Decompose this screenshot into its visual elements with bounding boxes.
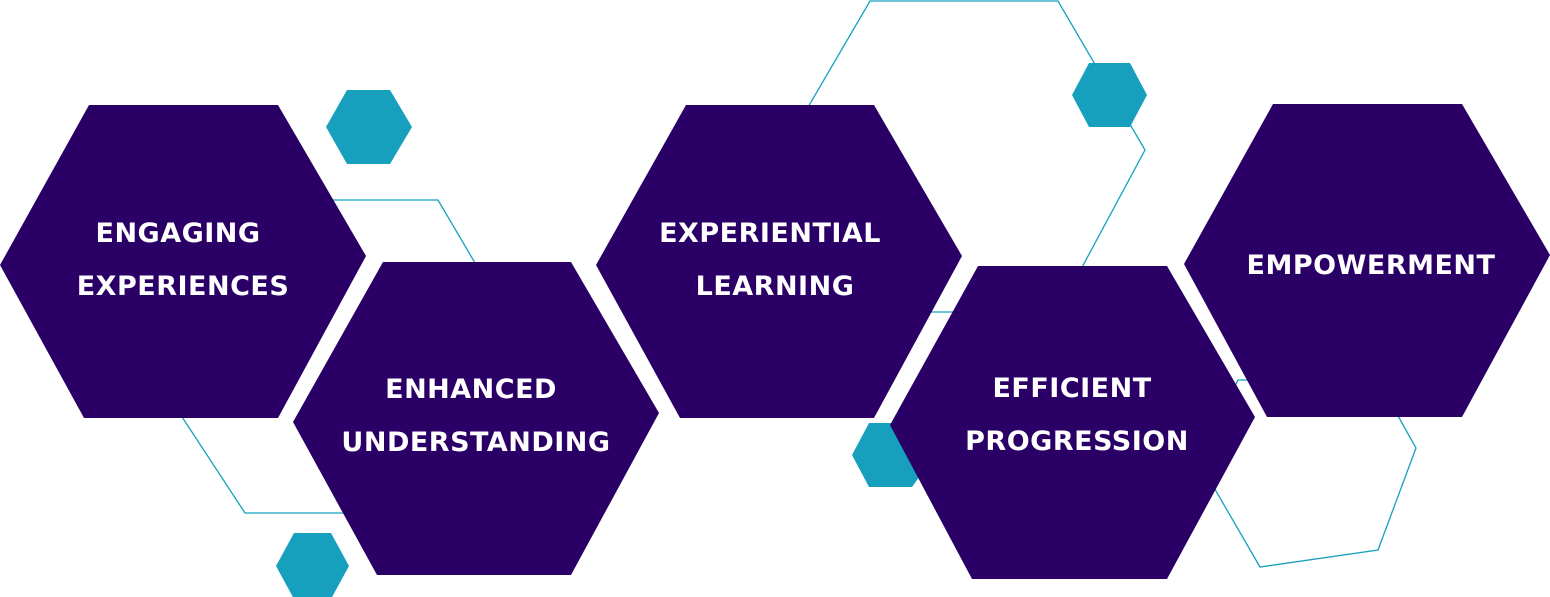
label-experiential-learning: EXPERIENTIAL LEARNING <box>659 218 891 302</box>
label-engaging-experiences: ENGAGING EXPERIENCES <box>77 218 290 302</box>
main-hexagons <box>0 104 1550 579</box>
label-line: EXPERIENCES <box>77 271 290 302</box>
hexagon-engaging-experiences <box>0 105 366 418</box>
label-enhanced-understanding: ENHANCED UNDERSTANDING <box>341 374 610 458</box>
label-line: LEARNING <box>696 271 855 302</box>
hexagon-empowerment <box>1184 104 1550 417</box>
label-efficient-progression: EFFICIENT PROGRESSION <box>965 373 1189 457</box>
label-line: ENHANCED <box>385 374 557 405</box>
label-line: ENGAGING <box>96 218 261 249</box>
label-empowerment: EMPOWERMENT <box>1247 250 1496 281</box>
label-line: EXPERIENTIAL <box>659 218 881 249</box>
hexagon-labels: ENGAGING EXPERIENCES ENHANCED UNDERSTAND… <box>77 218 1496 458</box>
label-line: UNDERSTANDING <box>341 427 610 458</box>
accent-hexagon-3 <box>276 533 349 597</box>
hexagon-efficient-progression <box>890 266 1255 579</box>
hexagon-enhanced-understanding <box>293 262 659 575</box>
accent-hexagon-2 <box>1072 63 1147 127</box>
label-line: EMPOWERMENT <box>1247 250 1496 281</box>
accent-hexagon-1 <box>326 90 412 164</box>
label-line: EFFICIENT <box>992 373 1151 404</box>
hexagon-experiential-learning <box>596 105 962 418</box>
label-line: PROGRESSION <box>965 426 1189 457</box>
